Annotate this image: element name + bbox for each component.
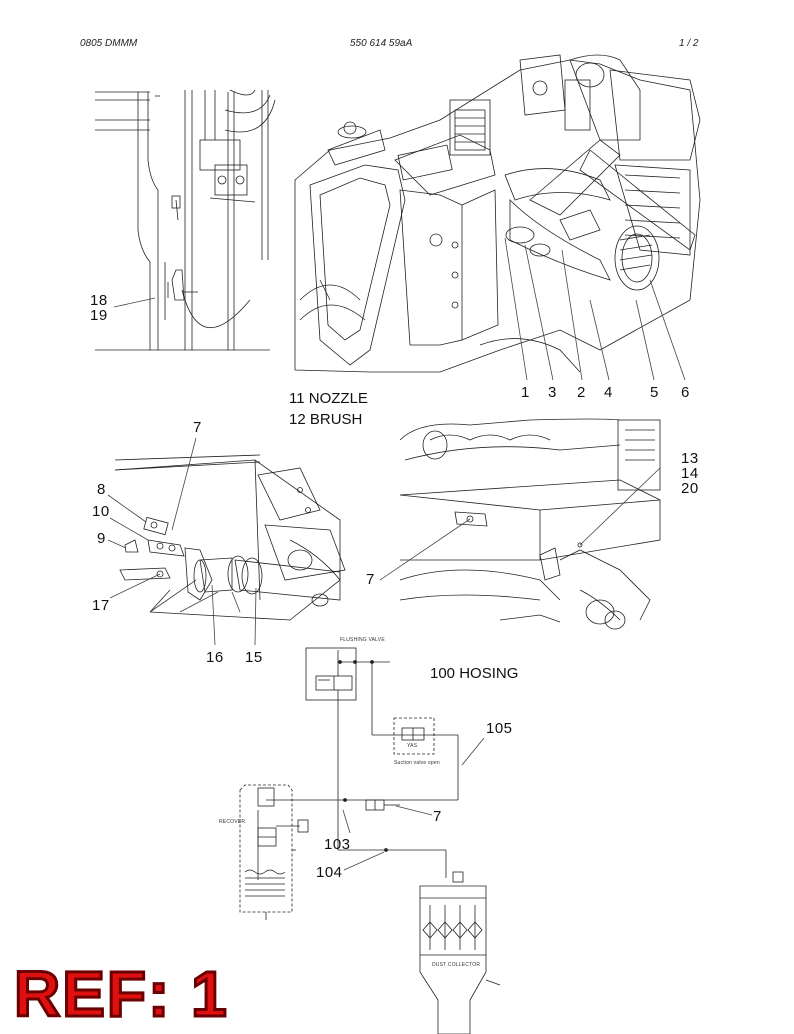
callout-105: 105 <box>486 720 513 737</box>
callout-8: 8 <box>97 481 106 498</box>
label-dust-collector: DUST COLLECTOR <box>432 962 481 968</box>
callout-7-schematic: 7 <box>433 808 442 825</box>
callout-2: 2 <box>577 384 586 401</box>
callout-4: 4 <box>604 384 613 401</box>
callout-18: 18 <box>90 292 108 309</box>
label-flushing-valve: FLUSHING VALVE <box>340 637 385 643</box>
callout-17: 17 <box>92 597 110 614</box>
leaders-1-6 <box>504 237 686 381</box>
callout-104: 104 <box>316 864 343 881</box>
callout-9: 9 <box>97 530 106 547</box>
leaders-mid-right <box>379 467 661 581</box>
top-right-machine-drawing <box>294 54 701 373</box>
label-suction-valve: Suction valve open <box>394 760 440 766</box>
header-left-code: 0805 DMMM <box>80 38 138 49</box>
callout-103: 103 <box>324 836 351 853</box>
callout-1: 1 <box>521 384 530 401</box>
leader-18-19 <box>113 297 156 308</box>
callout-19: 19 <box>90 307 108 324</box>
legend-brush: 12 BRUSH <box>289 411 363 428</box>
legend-nozzle: 11 NOZZLE <box>289 390 368 407</box>
callout-13: 13 <box>681 450 699 467</box>
hose-schematic <box>239 647 501 1034</box>
leaders-schematic <box>342 737 485 871</box>
leaders-mid-left <box>107 437 257 646</box>
top-left-detail-drawing <box>95 89 276 351</box>
callout-3: 3 <box>548 384 557 401</box>
header-part-number: 550 614 59aA <box>350 38 413 49</box>
callout-14: 14 <box>681 465 699 482</box>
middle-left-detail-drawing <box>114 454 346 621</box>
callout-5: 5 <box>650 384 659 401</box>
label-recover: RECOVER <box>219 819 246 825</box>
header-page-number: 1 / 2 <box>679 38 699 49</box>
callout-20: 20 <box>681 480 699 497</box>
callout-7-right: 7 <box>366 571 375 588</box>
legend-hosing: 100 HOSING <box>430 665 519 682</box>
callout-10: 10 <box>92 503 110 520</box>
callout-15: 15 <box>245 649 263 666</box>
callout-6: 6 <box>681 384 690 401</box>
callout-7-left: 7 <box>193 419 202 436</box>
middle-right-detail-drawing <box>399 418 661 630</box>
callout-16: 16 <box>206 649 224 666</box>
label-yas: YAS <box>407 743 418 749</box>
ref-label: REF: 1 <box>13 958 229 1030</box>
